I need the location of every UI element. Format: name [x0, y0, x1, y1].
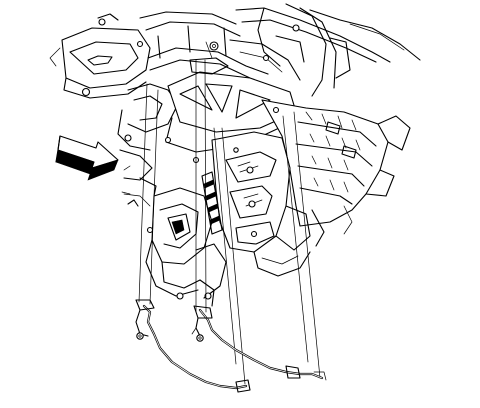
right-floor-pan	[261, 99, 411, 247]
upper-right-frame	[235, 3, 421, 97]
guide-line-8	[293, 111, 321, 379]
center-floor-section	[211, 131, 311, 277]
right-tube-fitting	[235, 365, 327, 393]
guide-line-5	[213, 127, 237, 365]
loose-detail-marks	[121, 165, 131, 195]
view-direction-arrow-icon	[55, 135, 119, 181]
exploded-view-guide-lines	[138, 41, 321, 385]
upper-mount-bracket	[49, 13, 151, 99]
center-crossmember	[165, 39, 301, 153]
line-assembly	[135, 299, 327, 393]
guide-line-2	[149, 89, 159, 305]
guide-line-1	[138, 83, 148, 303]
left-tube-fitting	[135, 299, 155, 340]
lower-left-structure	[123, 177, 227, 307]
guide-line-7	[282, 115, 309, 363]
vehicle-underbody	[49, 3, 421, 307]
guide-line-9	[205, 41, 213, 59]
guide-line-6	[221, 127, 246, 385]
middle-tube-fitting	[191, 305, 213, 342]
fuel-line-clip-strip	[201, 171, 223, 235]
guide-line-4	[204, 59, 207, 313]
